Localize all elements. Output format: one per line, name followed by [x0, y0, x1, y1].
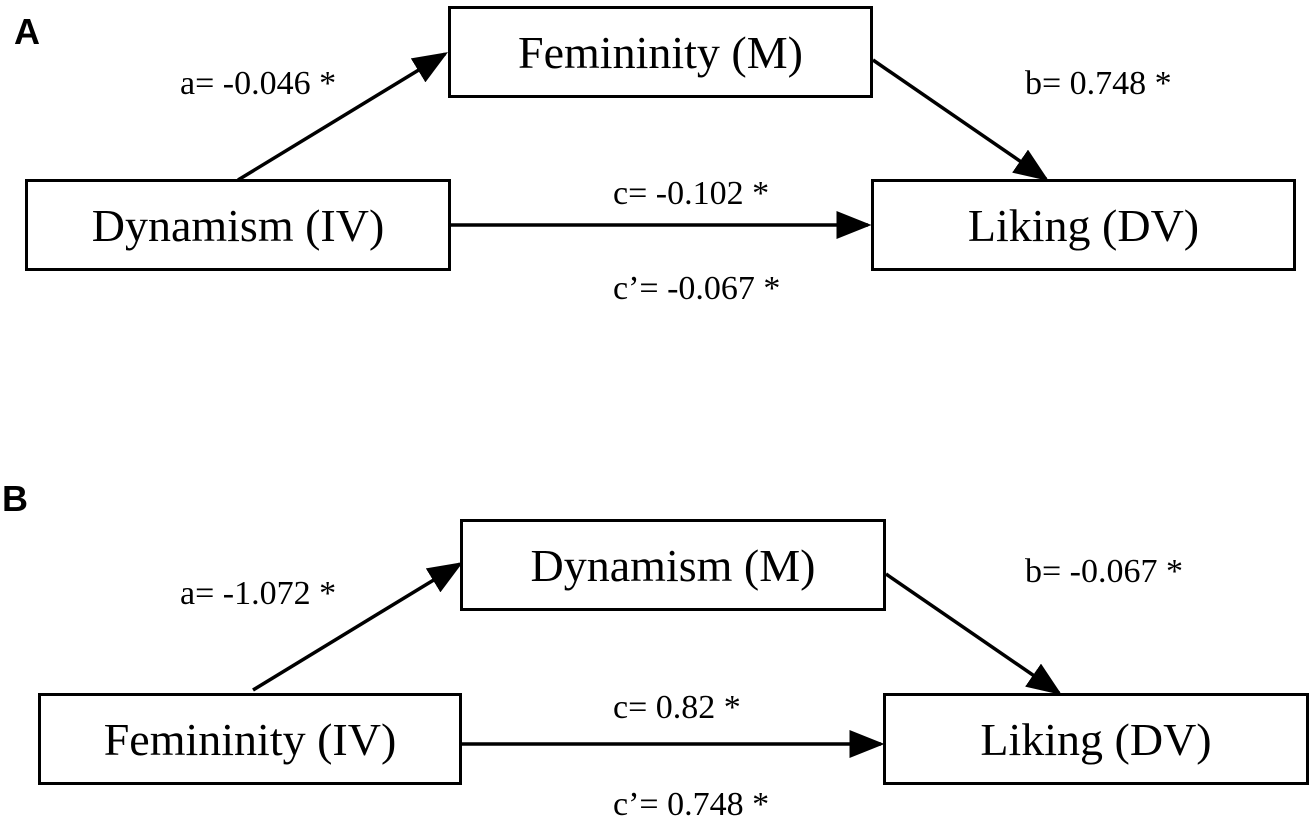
mediator-label-b: Dynamism (M) — [530, 539, 816, 591]
coef-c-label-b: c= 0.82 * — [613, 689, 741, 726]
coef-b-label-b: b= -0.067 * — [1025, 553, 1183, 590]
dv-box-b: Liking (DV) — [883, 693, 1309, 785]
coef-c-prime-label-b: c’= 0.748 * — [613, 786, 770, 823]
panel-letter-a: A — [14, 11, 40, 52]
dv-label-a: Liking (DV) — [967, 199, 1200, 251]
coef-a-label-a: a= -0.046 * — [180, 65, 337, 102]
dv-box-a: Liking (DV) — [871, 179, 1296, 271]
arrow-b-path — [872, 58, 1049, 181]
coef-c-prime-label-a: c’= -0.067 * — [613, 270, 781, 307]
coef-b-label-a: b= 0.748 * — [1025, 65, 1172, 102]
mediator-box-b: Dynamism (M) — [460, 519, 886, 611]
dv-label-b: Liking (DV) — [980, 713, 1212, 765]
panel-letter-b: B — [2, 478, 28, 519]
iv-label-b: Femininity (IV) — [103, 713, 397, 765]
coef-c-label-a: c= -0.102 * — [613, 175, 770, 212]
mediator-box-a: Femininity (M) — [448, 6, 873, 98]
coef-a-label-b: a= -1.072 * — [180, 575, 337, 612]
arrow-b-path-b — [885, 572, 1062, 695]
mediator-label-a: Femininity (M) — [518, 26, 803, 78]
iv-box-b: Femininity (IV) — [38, 693, 462, 785]
iv-box-a: Dynamism (IV) — [25, 179, 451, 271]
iv-label-a: Dynamism (IV) — [91, 199, 385, 251]
